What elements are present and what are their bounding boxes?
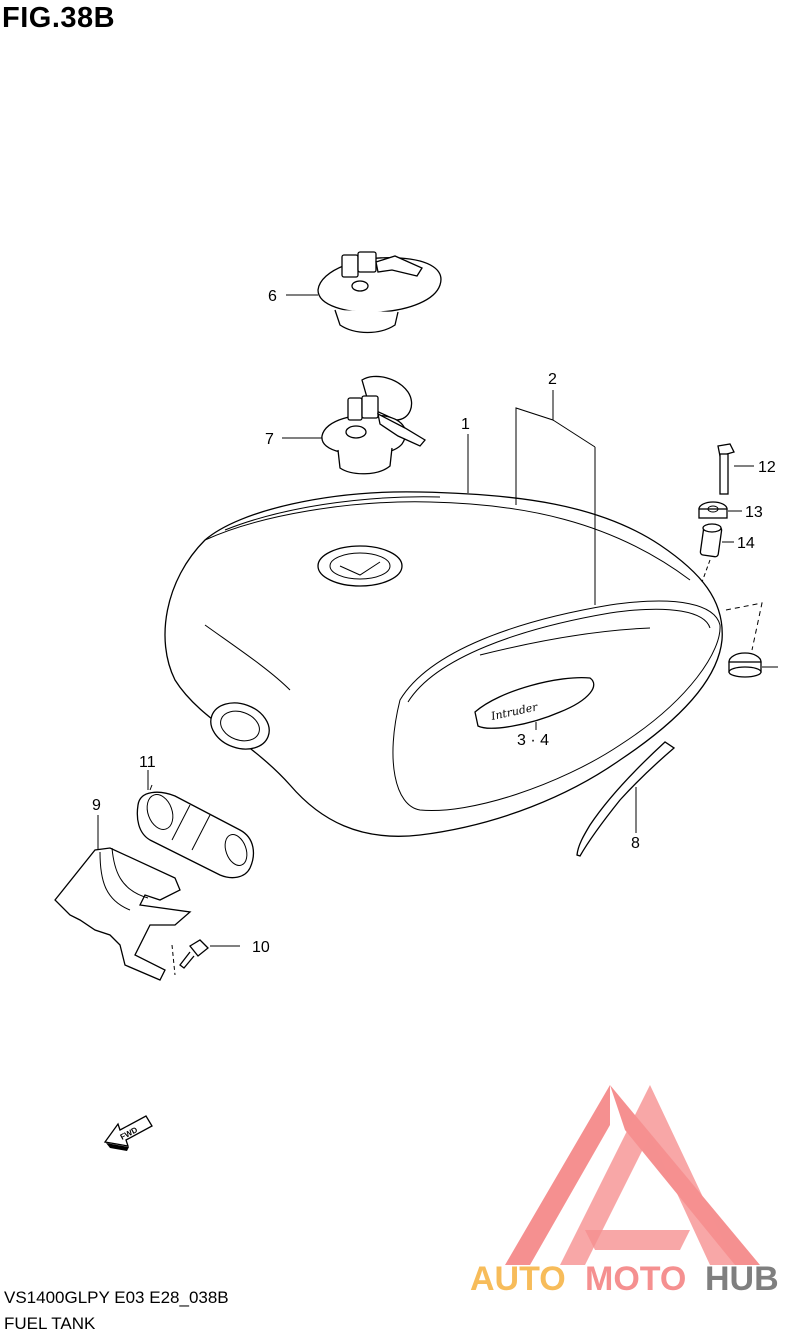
part-13-collar — [699, 523, 723, 558]
part-11-bolt — [717, 443, 735, 495]
part-10-cushion — [136, 784, 255, 879]
model-code: VS1400GLPY E03 E28_038B — [4, 1288, 229, 1307]
part-group-name: FUEL TANK — [4, 1314, 96, 1333]
callouts: 6 7 1 2 3 · 4 8 9 10 11 12 13 14 — [92, 288, 776, 956]
figure-title: FIG.38B — [2, 2, 116, 34]
callout-11: 12 — [758, 459, 776, 476]
part-14-grommet — [728, 652, 762, 678]
callout-7: 8 — [631, 835, 640, 852]
part-9-bolt — [179, 939, 240, 969]
part-12-washer — [698, 501, 728, 519]
callout-1: 1 — [461, 416, 470, 433]
fwd-arrow: FWD — [103, 1115, 153, 1151]
part-6-fuel-cap-key — [321, 375, 426, 475]
callout-2: 2 — [548, 371, 557, 388]
callout-6: 7 — [265, 431, 274, 448]
part-5-fuel-cap — [317, 251, 442, 334]
part-7-trim-strip — [576, 741, 676, 857]
fuel-tank: Intruder — [164, 491, 723, 837]
watermark-text-moto: MOTO — [585, 1260, 686, 1298]
callout-13: 14 — [737, 535, 755, 552]
leader-lines — [97, 294, 778, 976]
watermark-logo: AUTO MOTO HUB — [470, 1085, 779, 1298]
callout-8: 9 — [92, 797, 101, 814]
watermark-text-hub: HUB — [705, 1260, 779, 1298]
callout-3-4: 3 · 4 — [517, 732, 549, 749]
callout-5: 6 — [268, 288, 277, 305]
callout-9: 10 — [252, 939, 270, 956]
callout-10: 11 — [139, 754, 156, 771]
callout-12: 13 — [745, 504, 763, 521]
part-8-bracket — [54, 847, 192, 981]
watermark-text-auto: AUTO — [470, 1260, 566, 1298]
